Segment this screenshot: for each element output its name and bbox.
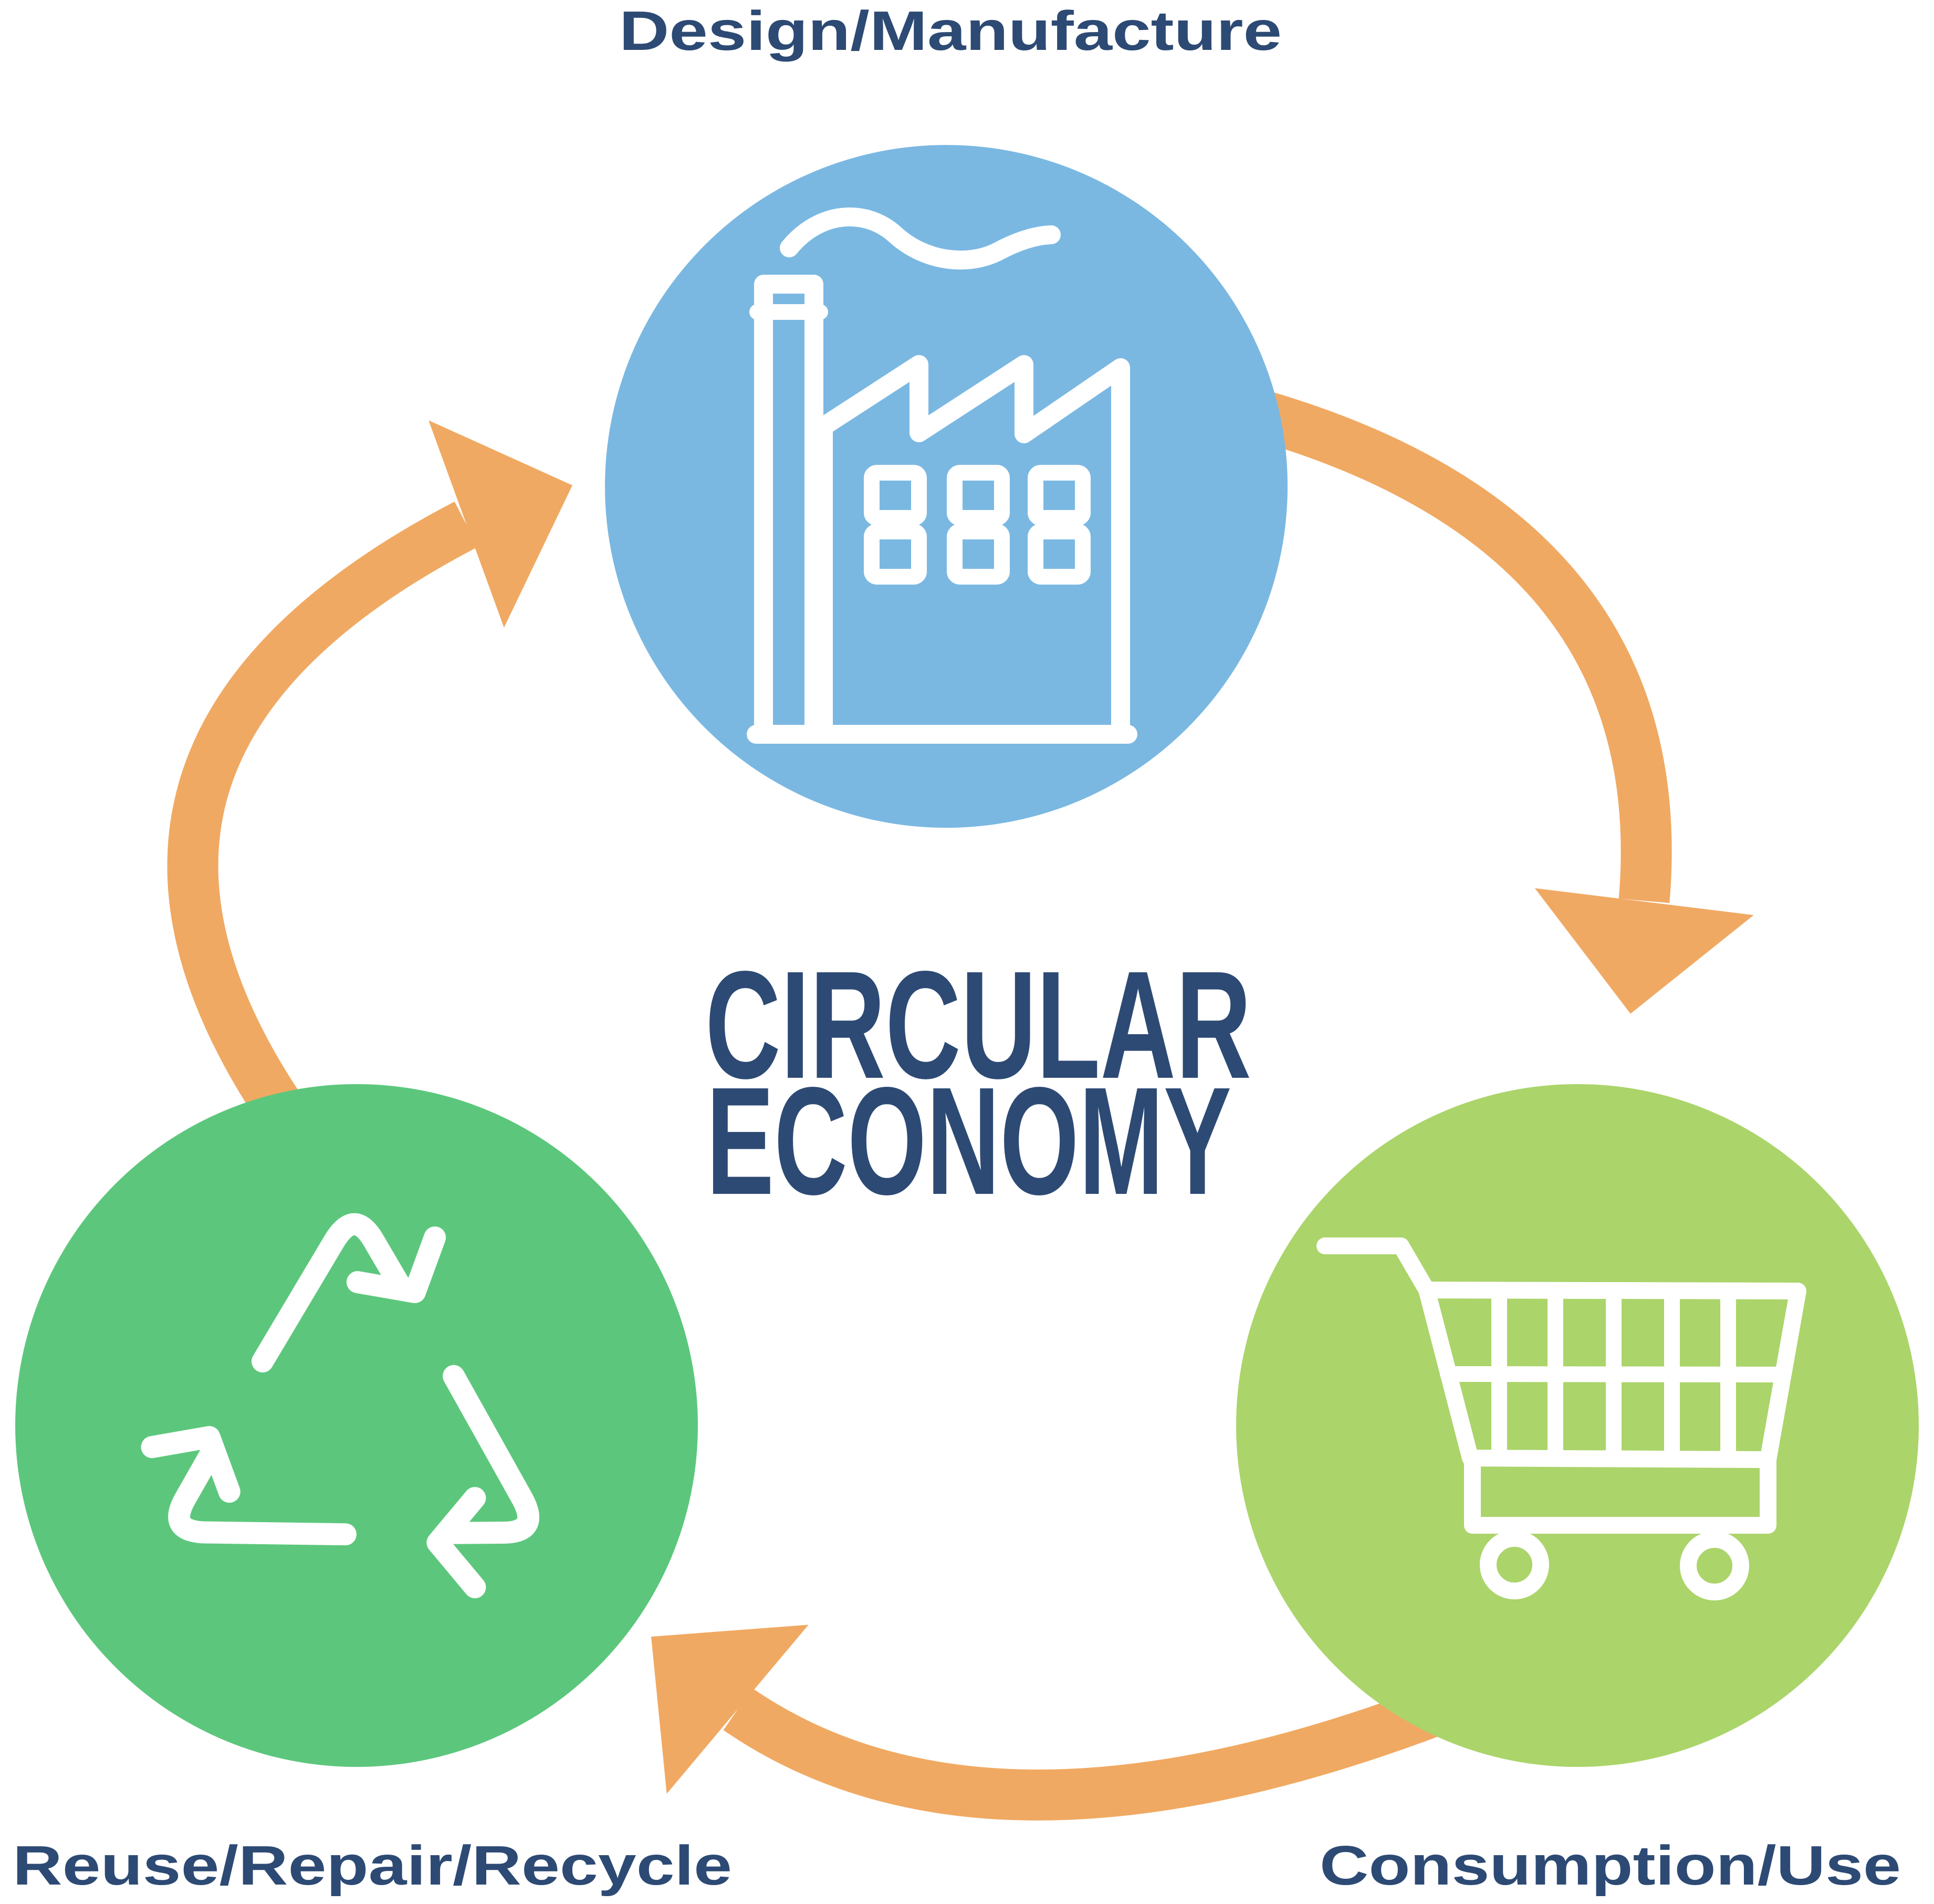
recycle-segment [252, 1213, 446, 1372]
cart-frame [1464, 1450, 1776, 1534]
label-consumption-use: Consumption/Use [1320, 1835, 1901, 1897]
node-circle-reuse-repair-recycle [15, 1084, 698, 1767]
shopping-cart-icon [1316, 1237, 1806, 1600]
label-design-manufacture: Design/Manufacture [619, 0, 1282, 62]
cart-handle [1316, 1237, 1435, 1298]
cart-basket-grid [1440, 1285, 1791, 1467]
recycle-icon [131, 1213, 572, 1610]
arrow-arc [167, 501, 478, 1145]
factory-window [1028, 524, 1091, 585]
cycle-arrow-consumption-to-reuse [651, 1625, 1454, 1820]
arrow-arc [723, 1683, 1454, 1820]
node-circle-consumption-use [1236, 1084, 1919, 1767]
title-line-1: CIRCULAR [705, 939, 1251, 1110]
factory-window [864, 524, 927, 585]
arrow-head-icon [428, 420, 572, 628]
diagram-title: CIRCULAR ECONOMY [705, 939, 1251, 1226]
arrow-arc [1253, 390, 1672, 903]
factory-smoke [780, 207, 1061, 270]
cart-wheel [1480, 1530, 1549, 1599]
recycle-segment-line [252, 1213, 411, 1372]
cart-grid-line [1440, 1366, 1791, 1382]
title-line-2: ECONOMY [706, 1055, 1231, 1226]
cycle-arrow-reuse-to-design [167, 420, 572, 1145]
factory-window [1028, 465, 1091, 526]
factory-window [947, 465, 1010, 526]
arrow-head-icon [1534, 888, 1754, 1014]
factory-roofline [814, 355, 1130, 744]
factory-windows [864, 465, 1091, 585]
label-reuse-repair-recycle: Reuse/Repair/Recycle [13, 1835, 732, 1897]
factory-window [864, 465, 927, 526]
recycle-segment-arrowhead [346, 1226, 446, 1303]
factory-icon [747, 207, 1137, 744]
factory-window [947, 524, 1010, 585]
arrow-head-icon [651, 1625, 809, 1794]
cycle-arrow-design-to-consumption [1253, 390, 1754, 1014]
cart-wheel [1680, 1531, 1749, 1600]
